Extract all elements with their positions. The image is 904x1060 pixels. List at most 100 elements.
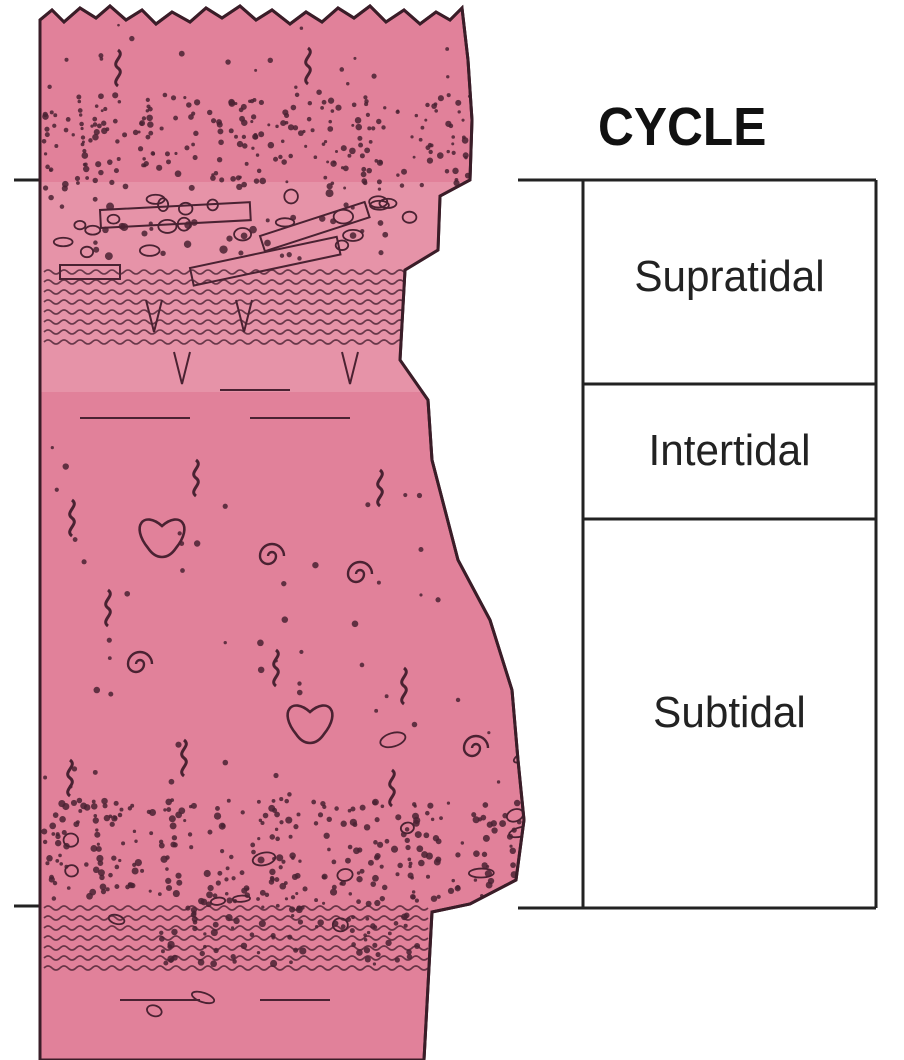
stipple-dot bbox=[109, 180, 114, 185]
stipple-dot bbox=[421, 126, 425, 130]
stipple-dot bbox=[294, 86, 297, 89]
stipple-dot bbox=[451, 879, 454, 882]
stipple-dot bbox=[240, 870, 245, 875]
stipple-dot bbox=[314, 898, 318, 902]
stipple-dot bbox=[356, 876, 362, 882]
stipple-dot bbox=[295, 93, 299, 97]
stipple-dot bbox=[267, 123, 270, 126]
stipple-dot bbox=[372, 800, 377, 805]
stipple-dot bbox=[320, 106, 324, 110]
stipple-dot bbox=[408, 865, 412, 869]
stipple-dot bbox=[405, 845, 410, 850]
stipple-dot bbox=[172, 835, 177, 840]
zone-label-supratidal: Supratidal bbox=[589, 252, 870, 302]
stipple-dot bbox=[412, 802, 416, 806]
stipple-dot bbox=[372, 875, 379, 882]
stipple-dot bbox=[444, 452, 447, 455]
stipple-dot bbox=[241, 182, 247, 188]
stipple-dot bbox=[204, 870, 211, 877]
stipple-dot bbox=[371, 74, 376, 79]
stipple-dot bbox=[184, 145, 189, 150]
stipple-dot bbox=[473, 850, 480, 857]
stipple-dot bbox=[258, 856, 265, 863]
stipple-dot bbox=[445, 121, 451, 127]
stipple-dot bbox=[82, 152, 89, 159]
stipple-dot bbox=[372, 943, 377, 948]
stipple-dot bbox=[49, 823, 56, 830]
stipple-dot bbox=[82, 559, 87, 564]
stipple-dot bbox=[160, 126, 164, 130]
stipple-dot bbox=[107, 159, 113, 165]
stipple-dot bbox=[118, 100, 122, 104]
stipple-dot bbox=[246, 887, 249, 890]
stipple-dot bbox=[335, 150, 338, 153]
stipple-dot bbox=[144, 161, 149, 166]
stipple-dot bbox=[285, 121, 288, 124]
stipple-dot bbox=[437, 152, 444, 159]
stipple-dot bbox=[279, 820, 283, 824]
stipple-dot bbox=[129, 36, 134, 41]
stipple-dot bbox=[351, 124, 354, 127]
stipple-dot bbox=[281, 581, 286, 586]
stipple-dot bbox=[175, 742, 181, 748]
stipple-dot bbox=[48, 195, 53, 200]
stipple-dot bbox=[461, 119, 464, 122]
stipple-dot bbox=[302, 130, 305, 133]
stipple-dot bbox=[98, 860, 104, 866]
stipple-dot bbox=[349, 892, 352, 895]
stipple-dot bbox=[377, 842, 383, 848]
stipple-dot bbox=[447, 93, 451, 97]
stipple-dot bbox=[279, 865, 283, 869]
stipple-dot bbox=[322, 902, 325, 905]
stipple-dot bbox=[52, 896, 57, 901]
stipple-dot bbox=[348, 845, 353, 850]
stipple-dot bbox=[94, 129, 100, 135]
stipple-dot bbox=[77, 798, 83, 804]
stipple-dot bbox=[179, 51, 185, 57]
stipple-dot bbox=[106, 887, 110, 891]
stipple-dot bbox=[254, 69, 257, 72]
stipple-dot bbox=[71, 800, 77, 806]
stipple-dot bbox=[264, 240, 271, 247]
stipple-dot bbox=[374, 855, 380, 861]
stipple-dot bbox=[51, 832, 55, 836]
stipple-dot bbox=[491, 827, 497, 833]
stipple-dot bbox=[265, 893, 269, 897]
stipple-dot bbox=[364, 102, 368, 106]
stipple-dot bbox=[166, 885, 172, 891]
stipple-dot bbox=[107, 638, 112, 643]
stipple-dot bbox=[72, 133, 75, 136]
stipple-dot bbox=[55, 859, 59, 863]
stipple-dot bbox=[273, 157, 278, 162]
stipple-dot bbox=[364, 824, 370, 830]
stipple-dot bbox=[438, 95, 444, 101]
stipple-dot bbox=[214, 812, 221, 819]
stipple-dot bbox=[170, 842, 176, 848]
stipple-dot bbox=[98, 170, 103, 175]
stipple-dot bbox=[251, 850, 256, 855]
stipple-dot bbox=[220, 849, 224, 853]
stipple-dot bbox=[361, 167, 366, 172]
stipple-dot bbox=[427, 803, 433, 809]
stipple-dot bbox=[380, 896, 385, 901]
stipple-dot bbox=[99, 875, 104, 880]
stipple-dot bbox=[484, 510, 488, 514]
stipple-dot bbox=[346, 82, 349, 85]
stipple-dot bbox=[225, 892, 229, 896]
stipple-dot bbox=[49, 169, 52, 172]
stipple-dot bbox=[431, 895, 437, 901]
stipple-dot bbox=[439, 816, 443, 820]
stipple-dot bbox=[418, 547, 423, 552]
stipple-dot bbox=[274, 812, 280, 818]
stipple-dot bbox=[66, 117, 71, 122]
stipple-dot bbox=[446, 75, 449, 78]
stipple-dot bbox=[55, 488, 59, 492]
stipple-dot bbox=[311, 800, 316, 805]
stipple-dot bbox=[239, 176, 242, 179]
stipple-dot bbox=[114, 884, 119, 889]
stipple-dot bbox=[94, 832, 100, 838]
stipple-dot bbox=[241, 810, 245, 814]
stipple-dot bbox=[50, 110, 54, 114]
stipple-dot bbox=[45, 165, 50, 170]
